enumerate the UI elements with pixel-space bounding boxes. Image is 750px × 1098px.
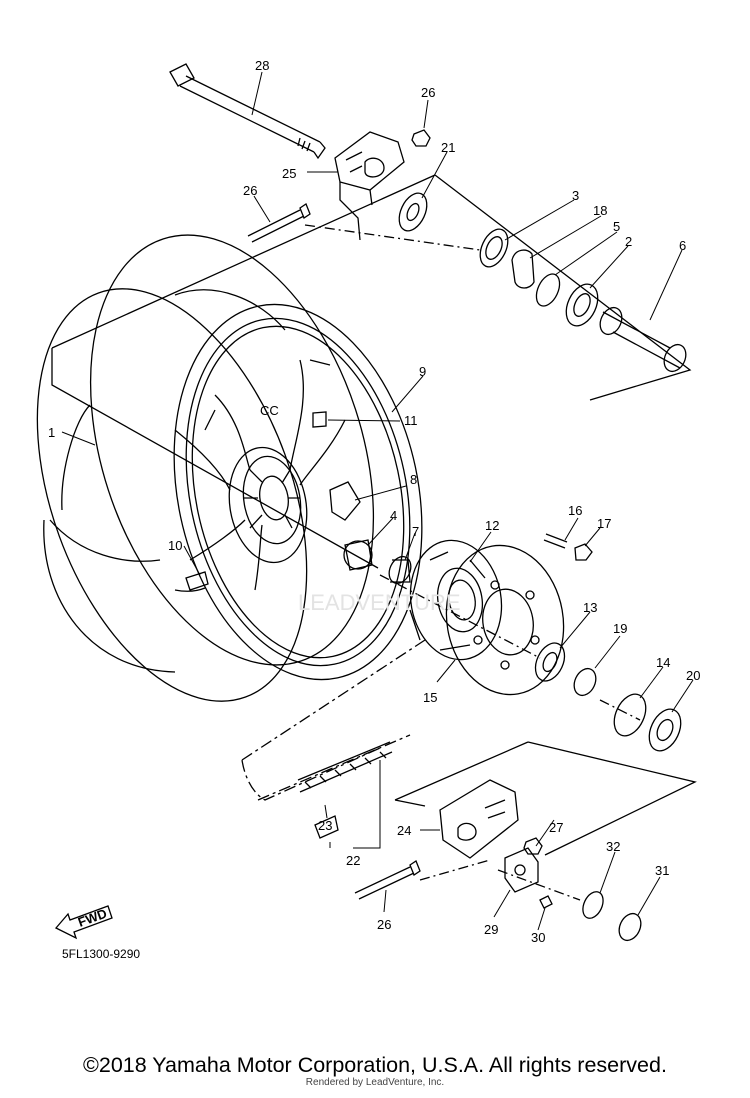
washer-32 [582,891,604,919]
callout-24: 24 [397,823,411,838]
chain-adjuster-lower [439,779,519,859]
callout-32: 32 [606,839,620,854]
nut-17 [574,543,593,561]
callout-labels: 28 26 25 21 26 3 18 5 2 6 9 1 11 8 4 7 1… [48,58,700,945]
spacer-tube-6 [599,306,687,373]
callout-26-upper: 26 [243,183,257,198]
adjuster-bolt-upper [247,203,311,243]
oil-seal-14 [613,693,647,737]
callout-12: 12 [485,518,499,533]
svg-text:CC: CC [260,403,279,418]
callout-15: 15 [423,690,437,705]
callout-5: 5 [613,219,620,234]
bracket-28 [504,847,539,893]
nut-lower [523,837,543,855]
chain-joint-23 [314,815,339,839]
bearing-3 [479,228,509,268]
callout-27-upper: 26 [421,85,435,100]
callout-28: 29 [484,922,498,937]
callout-14: 14 [656,655,670,670]
callout-9: 9 [419,364,426,379]
part-8 [329,481,361,521]
part-code: 5FL1300-9290 [62,947,140,961]
axle-shaft [169,63,326,160]
callout-3: 3 [572,188,579,203]
stud-16 [543,533,568,549]
watermark-text: LEADVENTURE [298,590,461,615]
rendered-by-text: Rendered by LeadVenture, Inc. [305,1077,445,1088]
callout-20: 20 [686,668,700,683]
fwd-label: FWD [76,906,109,930]
collar-20 [648,708,682,752]
rear-sprocket-15 [445,544,565,696]
screw-29 [539,895,553,909]
callout-21: 21 [441,140,455,155]
nut-upper [411,129,431,147]
callout-11: 11 [404,413,418,428]
callout-4: 4 [390,508,397,523]
upper-plane-outline [51,174,692,569]
circlip-5 [535,273,561,307]
fwd-arrow-icon [54,905,113,940]
callout-16: 16 [568,503,582,518]
clutch-hub-12 [409,539,503,661]
collar-19 [573,667,597,697]
leader-lines [61,71,694,931]
callout-23: 23 [318,818,332,833]
bearing-13 [534,642,566,682]
chain-adjuster-upper [334,131,405,241]
callout-19: 19 [613,621,627,636]
bearing-2 [565,283,599,327]
callout-31: 31 [655,863,669,878]
callout-10: 10 [168,538,182,553]
callout-6: 6 [679,238,686,253]
callout-30: 28 [255,58,269,73]
callout-7: 7 [412,524,419,539]
balance-weight-11 [312,411,327,428]
callout-27-lower: 27 [549,820,563,835]
callout-25: 25 [282,166,296,181]
callout-2: 2 [625,234,632,249]
lower-plane-outline [394,741,697,856]
spacer-18 [511,249,535,289]
callout-17: 17 [597,516,611,531]
callout-8: 8 [410,472,417,487]
collar-21 [398,192,428,232]
bearing-4 [343,540,373,570]
rear-wheel: CC [36,234,423,702]
callout-13: 13 [583,600,597,615]
nut-31 [618,912,642,942]
callout-18: 18 [593,203,607,218]
callout-29: 30 [531,930,545,945]
copyright-text: ©2018 Yamaha Motor Corporation, U.S.A. A… [83,1053,667,1077]
callout-22: 22 [346,853,360,868]
drive-chain [241,639,426,801]
callout-1: 1 [48,425,55,440]
callout-26-lower: 26 [377,917,391,932]
adjuster-bolt-lower [354,860,421,900]
